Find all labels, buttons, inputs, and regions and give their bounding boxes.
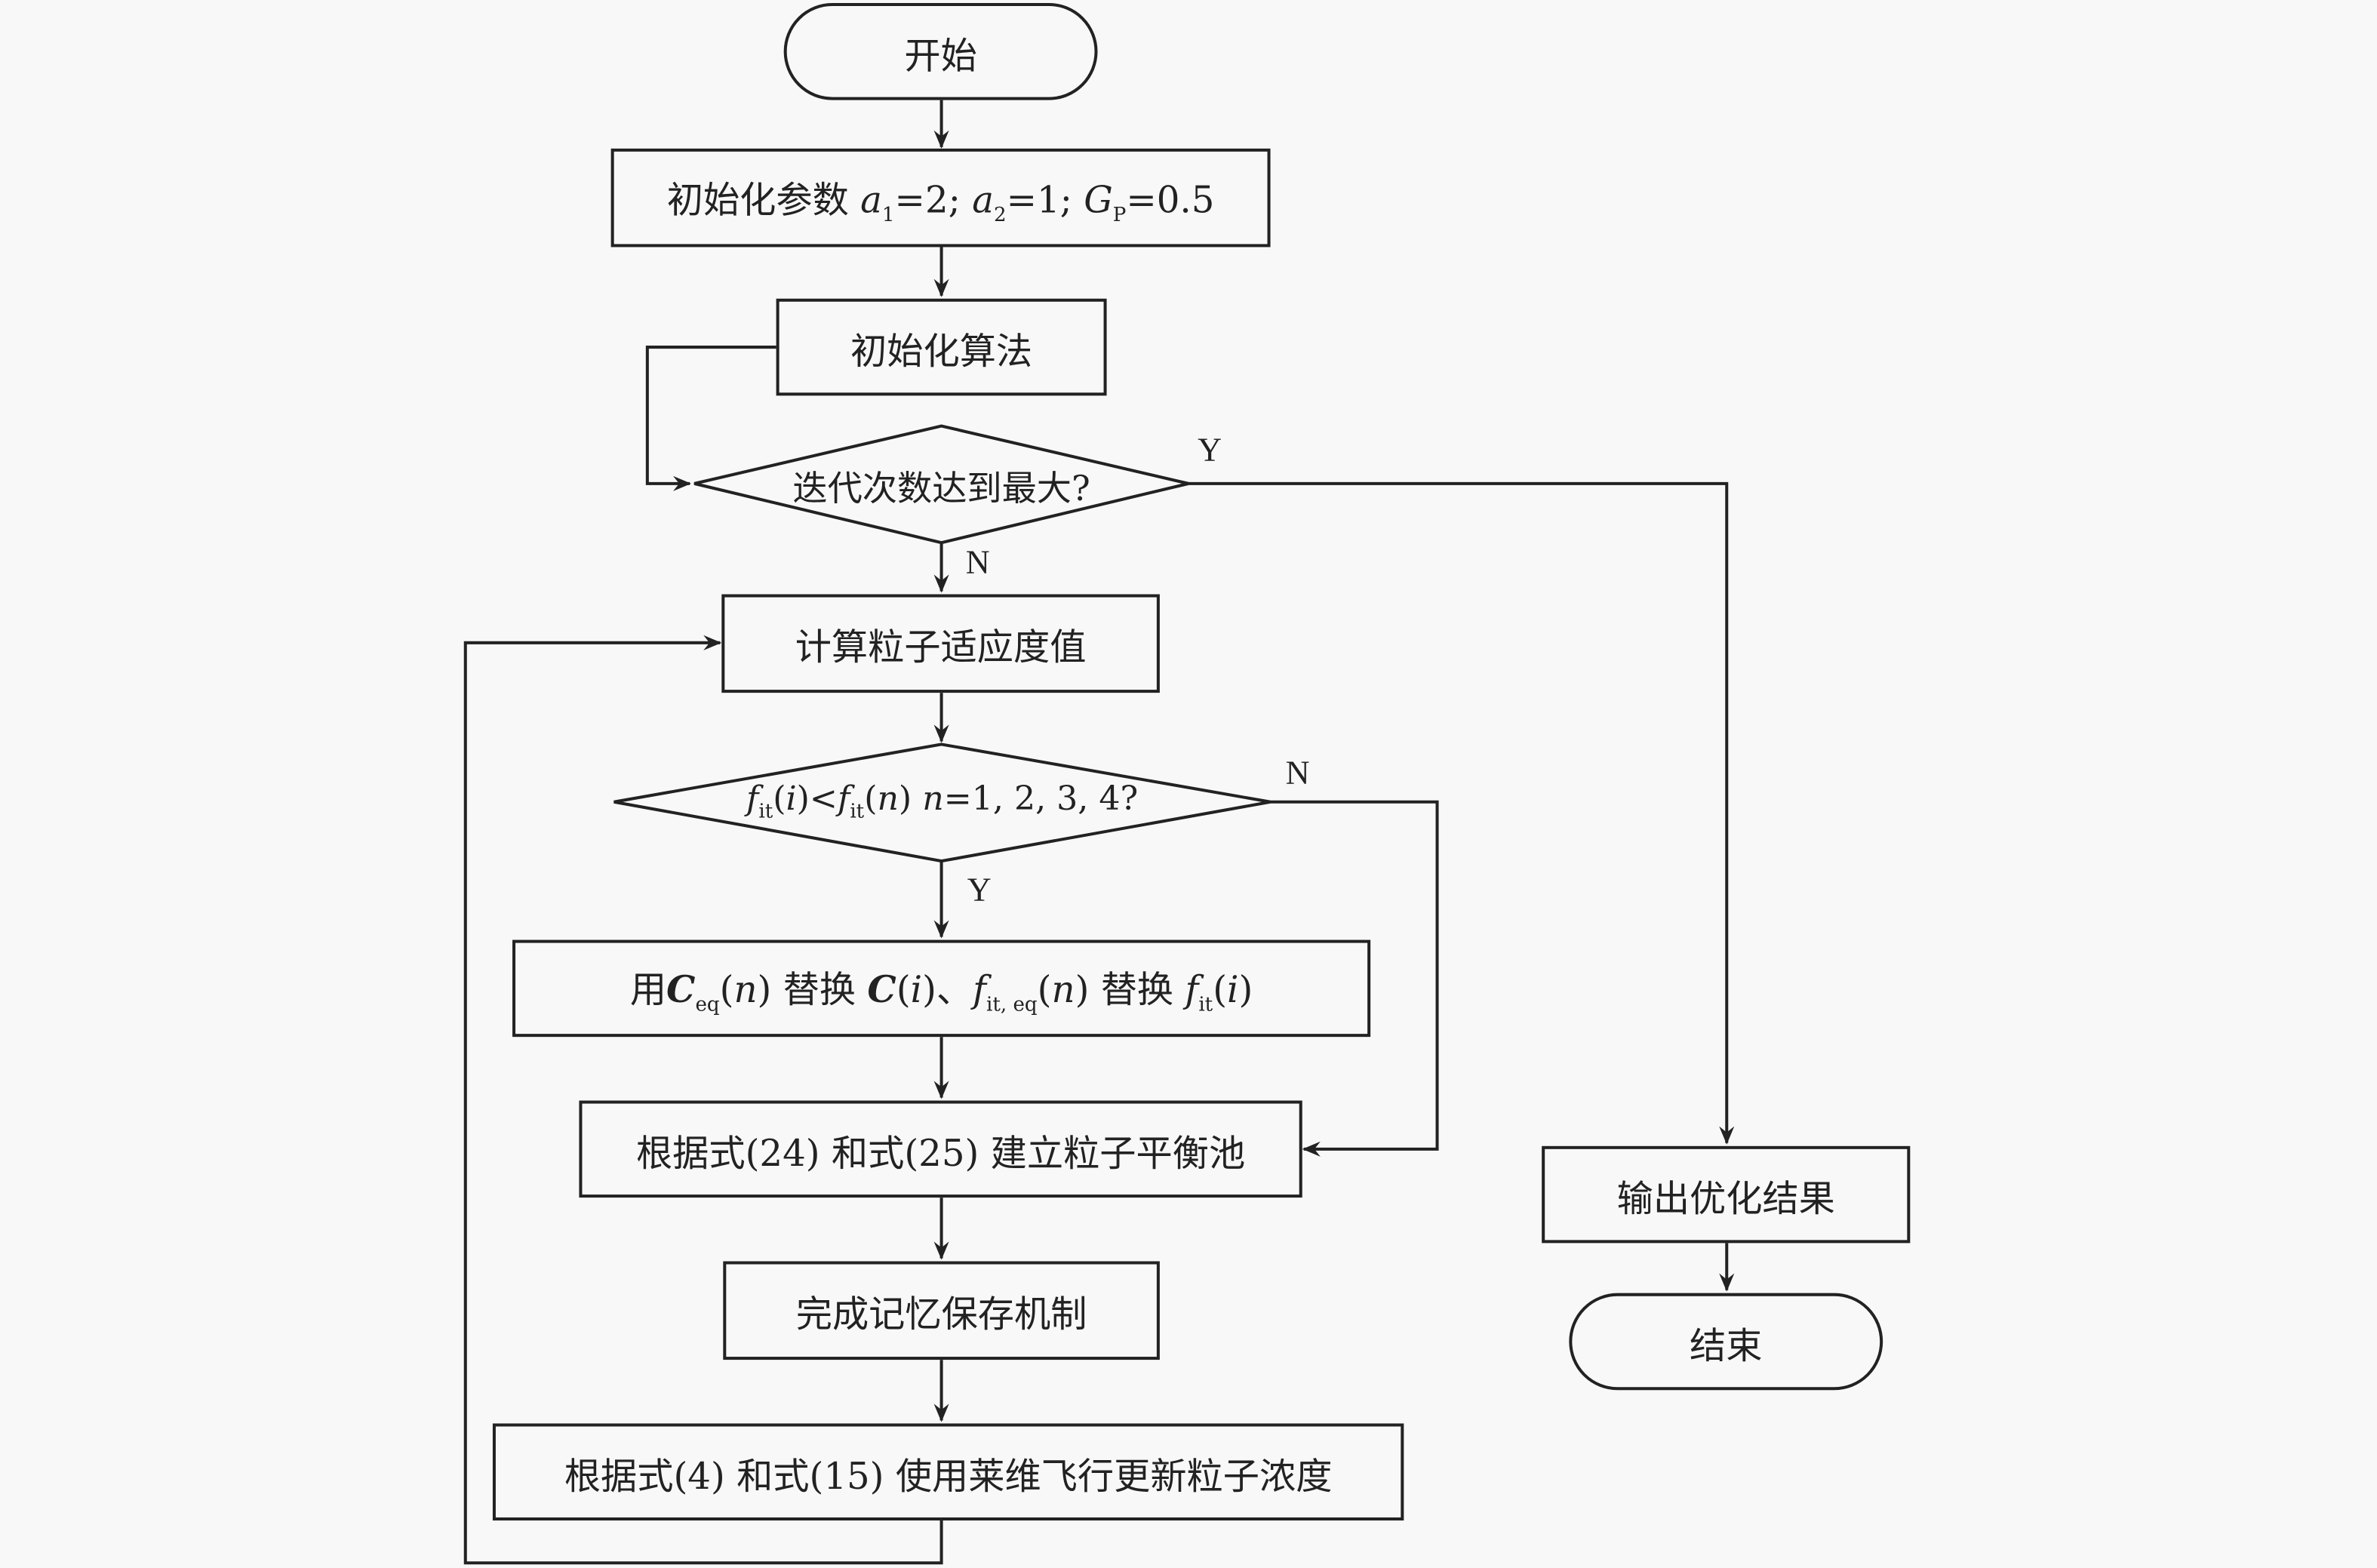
arrow-iter-yes: [1188, 481, 1735, 1145]
arrow-loop-back: [463, 635, 943, 1565]
label-no-fitness: N: [1285, 753, 1310, 792]
init-algo-box: 初始化算法: [776, 298, 1107, 396]
init-params-label: 初始化参数 a1=2; a2=1; GP=0.5: [666, 178, 1215, 227]
compute-fitness-box: 计算粒子适应度值: [721, 594, 1160, 693]
build-pool-box: 根据式(24) 和式(25) 建立粒子平衡池: [579, 1100, 1302, 1198]
output-box: 输出优化结果: [1542, 1145, 1911, 1244]
end-terminal: 结束: [1569, 1293, 1883, 1391]
decision-fitness-label: fit(i)<fit(n) n=1, 2, 3, 4?: [746, 781, 1139, 825]
label-yes-fitness: Y: [967, 870, 992, 909]
memory-box: 完成记忆保存机制: [723, 1261, 1160, 1360]
memory-label: 完成记忆保存机制: [795, 1293, 1087, 1336]
label-yes-iter: Y: [1198, 430, 1222, 469]
compute-fitness-label: 计算粒子适应度值: [795, 626, 1087, 669]
update-label: 根据式(4) 和式(15) 使用莱维飞行更新粒子浓度: [564, 1454, 1333, 1497]
replace-box: 用Ceq(n) 替换 C(i)、fit, eq(n) 替换 fit(i): [512, 939, 1371, 1038]
build-pool-label: 根据式(24) 和式(25) 建立粒子平衡池: [635, 1131, 1246, 1174]
start-terminal: 开始: [783, 3, 1098, 100]
decision-iter-label: 迭代次数达到最大?: [792, 469, 1090, 509]
arrow-fit-no: [1270, 800, 1439, 1157]
end-label: 结束: [1690, 1324, 1763, 1367]
replace-label: 用Ceq(n) 替换 C(i)、fit, eq(n) 替换 fit(i): [629, 967, 1253, 1017]
decision-fitness: fit(i)<fit(n) n=1, 2, 3, 4?: [614, 744, 1271, 861]
init-algo-label: 初始化算法: [850, 329, 1033, 373]
decision-iter: 迭代次数达到最大?: [694, 426, 1188, 543]
arrow-algo-to-iter: [645, 346, 776, 491]
label-no-iter: N: [965, 543, 990, 581]
init-params-box: 初始化参数 a1=2; a2=1; GP=0.5: [610, 148, 1271, 247]
update-box: 根据式(4) 和式(15) 使用莱维飞行更新粒子浓度: [492, 1423, 1404, 1521]
output-label: 输出优化结果: [1616, 1176, 1835, 1220]
start-label: 开始: [904, 34, 977, 77]
